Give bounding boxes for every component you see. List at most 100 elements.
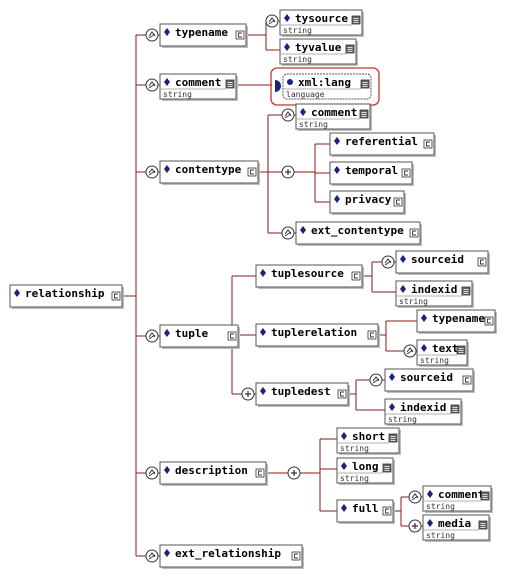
node-label: tuple: [175, 327, 208, 340]
expand-icon[interactable]: [291, 551, 301, 561]
choice-compositor-icon[interactable]: [145, 78, 159, 92]
node-tr-typename[interactable]: typename: [416, 309, 497, 334]
expand-icon[interactable]: [393, 197, 403, 207]
expand-icon[interactable]: [382, 506, 392, 516]
expand-icon[interactable]: [461, 286, 471, 296]
expand-icon[interactable]: [388, 433, 398, 443]
element-icon: [389, 403, 395, 411]
expand-icon[interactable]: [462, 375, 472, 385]
expand-icon[interactable]: [477, 257, 487, 267]
expand-icon[interactable]: [337, 389, 347, 399]
sequence-compositor-icon[interactable]: [281, 165, 295, 179]
element-icon: [427, 519, 433, 527]
expand-icon[interactable]: [225, 79, 235, 89]
expand-icon[interactable]: [478, 520, 488, 530]
choice-compositor-icon[interactable]: [281, 226, 295, 240]
node-ts-sourceid[interactable]: sourceid: [395, 250, 490, 275]
node-referential[interactable]: referential: [329, 132, 436, 157]
sequence-compositor-icon[interactable]: [408, 519, 422, 533]
node-label: short: [352, 430, 385, 443]
choice-compositor-icon[interactable]: [145, 165, 159, 179]
expand-icon[interactable]: [423, 139, 433, 149]
node-label: sourceid: [411, 253, 464, 266]
element-icon: [284, 43, 290, 51]
node-type: string: [426, 502, 455, 511]
expand-icon[interactable]: [235, 30, 245, 40]
node-temporal[interactable]: temporal: [329, 161, 414, 186]
choice-compositor-icon[interactable]: [381, 255, 395, 269]
node-typename[interactable]: typename: [159, 23, 248, 48]
expand-icon[interactable]: [456, 345, 466, 355]
element-icon: [400, 285, 406, 293]
expand-icon[interactable]: [247, 167, 257, 177]
node-relationship[interactable]: relationship: [9, 284, 124, 309]
node-label: typename: [175, 26, 228, 39]
expand-icon[interactable]: [359, 109, 369, 119]
node-type: string: [399, 297, 428, 306]
choice-compositor-icon[interactable]: [145, 28, 159, 42]
expand-icon[interactable]: [484, 316, 494, 326]
expand-icon[interactable]: [111, 291, 121, 301]
expand-icon[interactable]: [480, 491, 490, 501]
choice-compositor-icon[interactable]: [145, 549, 159, 563]
node-tuplesource[interactable]: tuplesource: [255, 264, 364, 289]
element-icon: [284, 14, 290, 22]
node-label: comment: [311, 106, 357, 119]
expand-icon[interactable]: [255, 468, 265, 478]
compositor-markers: [145, 14, 422, 563]
choice-compositor-icon[interactable]: [145, 466, 159, 480]
node-label: ext_contentype: [311, 224, 404, 237]
node-contentype[interactable]: contentype: [159, 160, 260, 185]
element-icon: [164, 165, 170, 173]
expand-icon[interactable]: [367, 330, 377, 340]
element-icon: [164, 549, 170, 557]
expand-icon[interactable]: [409, 228, 419, 238]
node-ext-contentype[interactable]: ext_contentype: [295, 221, 422, 246]
node-privacy[interactable]: privacy: [329, 190, 406, 215]
choice-compositor-icon[interactable]: [369, 373, 383, 387]
element-icon: [260, 269, 266, 277]
sequence-compositor-icon[interactable]: [241, 387, 255, 401]
node-full[interactable]: full: [336, 499, 395, 524]
node-tuplerelation[interactable]: tuplerelation: [255, 323, 380, 348]
choice-compositor-icon[interactable]: [265, 14, 279, 28]
element-icon: [300, 108, 306, 116]
element-icon: [421, 344, 427, 352]
node-label: temporal: [345, 164, 398, 177]
choice-compositor-icon[interactable]: [145, 329, 159, 343]
expand-icon[interactable]: [360, 79, 370, 89]
expand-icon[interactable]: [351, 271, 361, 281]
expand-icon[interactable]: [382, 463, 392, 473]
node-ext-relationship[interactable]: ext_relationship: [159, 544, 304, 569]
node-tupledest[interactable]: tupledest: [255, 382, 350, 407]
node-description[interactable]: description: [159, 461, 268, 486]
node-label: contentype: [175, 163, 242, 176]
choice-compositor-icon[interactable]: [281, 108, 295, 122]
connector-line: [378, 320, 417, 352]
node-td-sourceid[interactable]: sourceid: [384, 368, 475, 393]
sequence-compositor-icon[interactable]: [287, 466, 301, 480]
expand-icon[interactable]: [227, 331, 237, 341]
expand-icon[interactable]: [351, 15, 361, 25]
expand-icon[interactable]: [345, 44, 355, 54]
expand-icon[interactable]: [450, 404, 460, 414]
node-label: sourceid: [400, 371, 453, 384]
expand-icon[interactable]: [401, 168, 411, 178]
choice-compositor-icon[interactable]: [408, 490, 422, 504]
node-label: tuplesource: [271, 267, 344, 280]
choice-compositor-icon[interactable]: [403, 344, 417, 358]
node-tuple[interactable]: tuple: [159, 324, 240, 349]
element-icon: [334, 166, 340, 174]
